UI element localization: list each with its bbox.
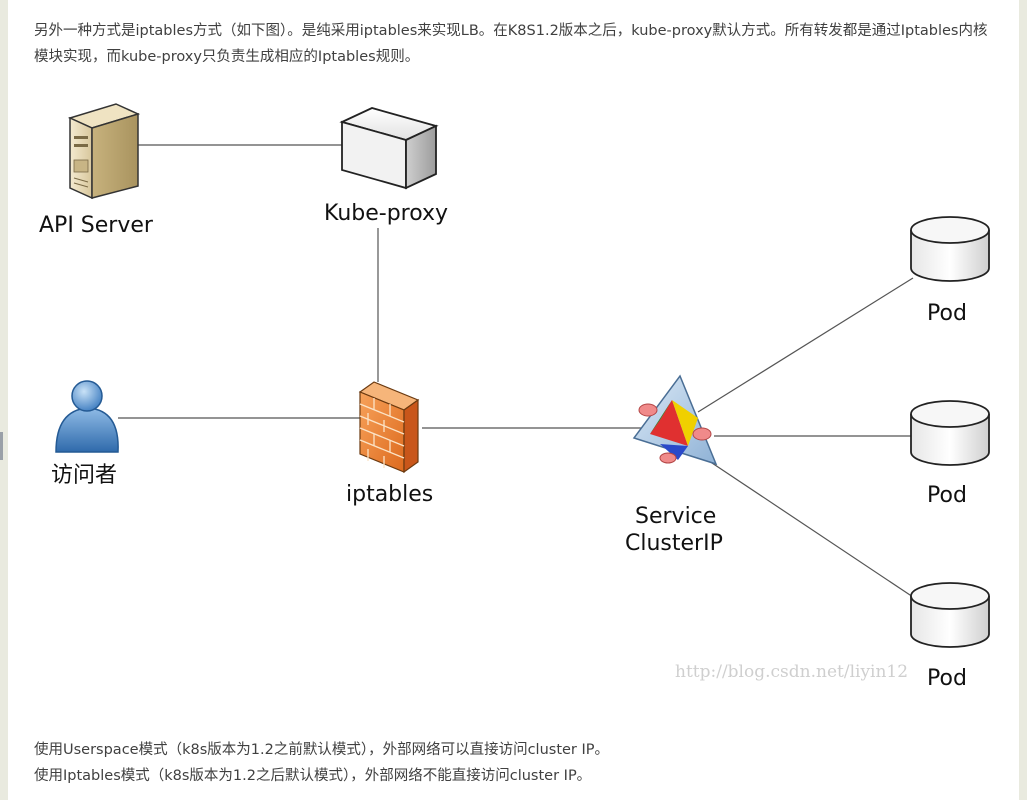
api-server-label: API Server [39, 213, 154, 238]
server-icon [67, 103, 141, 200]
pod-label: Pod [927, 483, 967, 508]
note-userspace-mode: 使用Userspace模式（k8s版本为1.2之前默认模式），外部网络可以直接访… [34, 742, 610, 758]
line-service-pod-1 [697, 277, 914, 413]
visitor-label: 访问者 [51, 463, 117, 488]
service-clusterip-icon [632, 374, 718, 466]
iptables-label: iptables [346, 482, 433, 507]
user-icon [55, 380, 119, 453]
kube-proxy-iptables-diagram: API Server Kube-proxy 访问者 [39, 103, 990, 691]
article-page: 另外一种方式是iptables方式（如下图）。是纯采用iptables来实现LB… [8, 0, 1019, 800]
pod-label: Pod [927, 666, 967, 691]
pod-cylinder-icon [910, 400, 990, 466]
window-edge-marker [0, 432, 3, 460]
kube-proxy-box-icon [339, 107, 439, 190]
intro-paragraph: 另外一种方式是iptables方式（如下图）。是纯采用iptables来实现LB… [34, 23, 988, 65]
connector-lines [118, 144, 914, 598]
note-iptables-mode: 使用Iptables模式（k8s版本为1.2之后默认模式），外部网络不能直接访问… [34, 768, 592, 784]
line-service-pod-3 [699, 454, 914, 598]
firewall-icon [358, 381, 420, 474]
clusterip-label: ClusterIP [625, 531, 723, 556]
pod-label: Pod [927, 301, 967, 326]
service-label: Service [635, 504, 716, 529]
pod-cylinder-icon [910, 582, 990, 648]
pod-cylinder-icon [910, 216, 990, 282]
kube-proxy-label: Kube-proxy [324, 201, 448, 226]
watermark-url: http://blog.csdn.net/liyin12 [675, 662, 908, 682]
